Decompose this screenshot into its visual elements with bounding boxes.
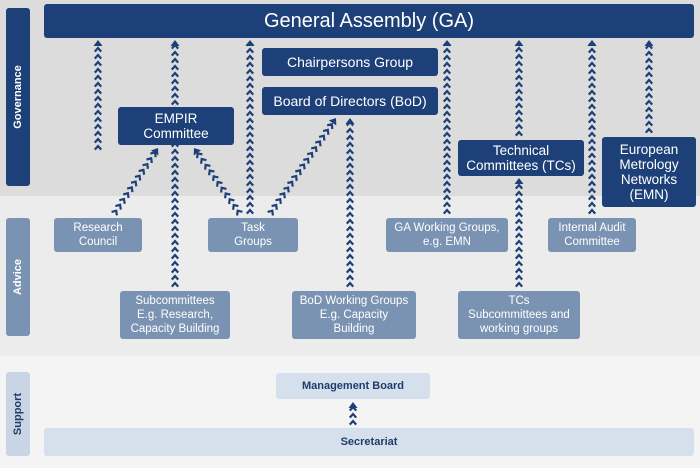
- arrow-task-groups-to-bod-chevrons: [267, 122, 334, 216]
- management-board-box: Management Board: [276, 373, 430, 399]
- advice-side-label: Advice: [6, 218, 30, 336]
- general-assembly-box: General Assembly (GA): [44, 4, 694, 38]
- arrow-emn-to-ga-head: [644, 40, 654, 46]
- arrow-emn-to-ga-chevrons: [644, 43, 654, 134]
- support-side-label: Support: [6, 372, 30, 456]
- arrow-tc-to-ga-head: [514, 40, 524, 46]
- arrow-task-groups-to-bod-head: [328, 118, 337, 126]
- arrow-research-council-to-ga: [93, 40, 103, 151]
- arrow-research-council-to-ga-head: [93, 40, 103, 46]
- arrow-ga-wg-to-ga: [442, 40, 452, 215]
- arrow-research-council-to-empir-chevrons: [111, 151, 157, 216]
- arrow-task-groups-to-empir: [193, 148, 243, 216]
- arrow-secretariat-to-mgmt-board: [348, 402, 358, 426]
- arrow-subcommittees-to-ga-chevrons: [170, 43, 180, 288]
- arrow-tc-to-ga: [514, 40, 524, 137]
- arrow-internal-audit-to-ga-chevrons: [587, 40, 597, 215]
- governance-side-label: Governance: [6, 8, 30, 186]
- arrow-tc-sub-to-tc: [514, 178, 524, 288]
- arrow-task-groups-to-empir-chevrons: [196, 151, 243, 216]
- arrow-research-council-to-ga-chevrons: [93, 46, 103, 151]
- board-of-directors-box: Board of Directors (BoD): [262, 87, 438, 115]
- arrow-task-groups-to-ga-chevrons: [245, 40, 255, 215]
- chairpersons-group-box: Chairpersons Group: [262, 48, 438, 76]
- secretariat-box: Secretariat: [44, 428, 694, 456]
- arrow-bod-wg-to-bod-head: [345, 118, 355, 124]
- ga-working-groups-box: GA Working Groups,e.g. EMN: [386, 218, 508, 252]
- arrow-task-groups-to-empir-head: [193, 148, 202, 156]
- arrow-tc-sub-to-tc-chevrons: [514, 183, 524, 288]
- arrow-subcommittees-to-ga: [170, 40, 180, 288]
- arrow-bod-wg-to-bod-chevrons: [345, 120, 355, 288]
- arrow-task-groups-to-ga-head: [245, 40, 255, 46]
- arrow-ga-wg-to-ga-head: [442, 40, 452, 46]
- arrow-emn-to-ga: [644, 40, 654, 134]
- arrow-secretariat-to-mgmt-board-chevrons: [348, 405, 358, 426]
- arrow-subcommittees-to-ga-head: [170, 40, 180, 46]
- arrow-task-groups-to-bod: [267, 118, 337, 216]
- arrow-research-council-to-empir-head: [150, 148, 159, 156]
- arrow-ga-wg-to-ga-chevrons: [442, 40, 452, 215]
- arrow-tc-to-ga-chevrons: [514, 46, 524, 137]
- arrow-internal-audit-to-ga-head: [587, 40, 597, 46]
- arrow-research-council-to-empir: [111, 148, 159, 216]
- arrow-internal-audit-to-ga: [587, 40, 597, 215]
- arrow-secretariat-to-mgmt-board-head: [348, 402, 358, 408]
- arrow-task-groups-to-ga: [245, 40, 255, 215]
- arrow-tc-sub-to-tc-head: [514, 178, 524, 184]
- arrow-bod-wg-to-bod: [345, 118, 355, 288]
